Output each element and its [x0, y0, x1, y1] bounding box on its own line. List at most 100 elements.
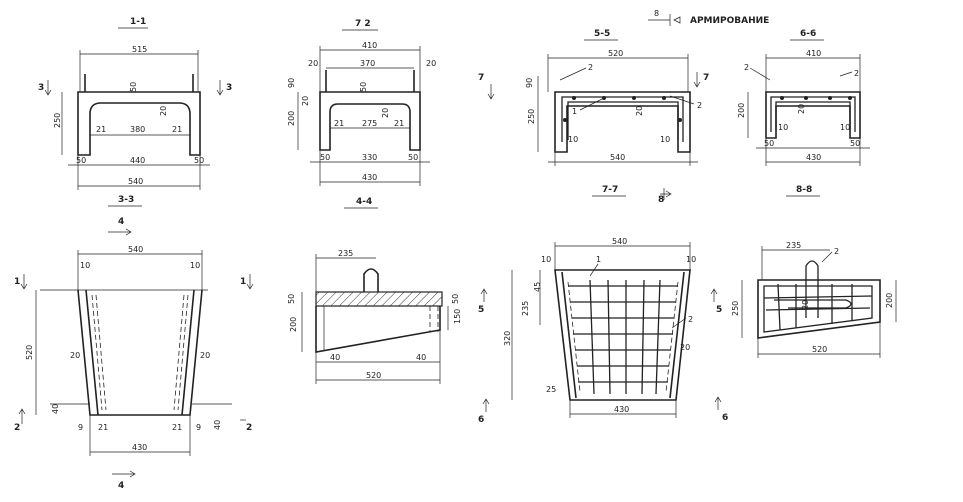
view-title: 4-4	[356, 197, 372, 207]
dim: 430	[362, 173, 377, 182]
callout: 2	[688, 315, 693, 324]
reinforcement-tag: 8	[654, 9, 659, 18]
dim: 320	[503, 331, 512, 346]
dim: 40	[330, 353, 340, 362]
dim: 200	[289, 317, 298, 332]
dim: 250	[53, 113, 62, 128]
dim: 50	[320, 153, 330, 162]
dim: 440	[130, 156, 145, 165]
view-title: 5-5	[594, 29, 610, 39]
dim: 540	[612, 237, 627, 246]
dim: 20	[381, 108, 390, 118]
section-mark: 1	[14, 277, 20, 287]
dim: 330	[362, 153, 377, 162]
dim: 10	[541, 255, 551, 264]
dim: 50	[850, 139, 860, 148]
section-mark: 5	[716, 305, 722, 315]
dim: 20	[797, 104, 806, 114]
dim: 21	[96, 125, 106, 134]
view-title: 8-8	[796, 185, 812, 195]
dim: 25	[546, 385, 556, 394]
dim: 410	[806, 49, 821, 58]
dim: 235	[786, 241, 801, 250]
dim: 540	[610, 153, 625, 162]
dim: 250	[527, 109, 536, 124]
section-mark: 3	[38, 83, 44, 93]
dim: 200	[885, 293, 894, 308]
dim: 90	[287, 78, 296, 88]
dim: 10	[190, 261, 200, 270]
dim: 50	[287, 294, 296, 304]
dim: 50	[194, 156, 204, 165]
section-mark: 4	[118, 217, 124, 227]
dim: 50	[408, 153, 418, 162]
callout: 2	[834, 247, 839, 256]
section-8-8: 8-8 8 235 250 20 200 520 2	[658, 185, 897, 358]
dim: 10	[80, 261, 90, 270]
view-title: 3-3	[118, 195, 134, 205]
section-mark: 3	[226, 83, 232, 93]
dim: 380	[130, 125, 145, 134]
dim: 21	[172, 125, 182, 134]
section-mark: 2	[246, 423, 252, 433]
dim: 540	[128, 177, 143, 186]
dim: 40	[416, 353, 426, 362]
dim: 50	[451, 294, 460, 304]
callout: 1	[572, 107, 577, 116]
section-5-5: 5-5 520 90 250 20 10 10 540 2 2 1 7	[478, 29, 709, 166]
view-title: 7-7	[602, 185, 618, 195]
dim: 520	[608, 49, 623, 58]
rebar-mesh	[567, 279, 679, 395]
section-1-1: 1-1 515 50 250 20 21 380 21 50 440 50 54…	[38, 17, 232, 190]
dim: 40	[213, 420, 222, 430]
dim: 430	[806, 153, 821, 162]
dim: 10	[840, 123, 850, 132]
dim: 20	[801, 300, 810, 310]
dim: 40	[51, 404, 60, 414]
dim: 275	[362, 119, 377, 128]
view-title: 6-6	[800, 29, 816, 39]
section-mark: 2	[14, 423, 20, 433]
callout: 2	[744, 63, 749, 72]
dim: 430	[614, 405, 629, 414]
dim: 9	[196, 423, 201, 432]
section-4-4: 4-4 235 50 50 200 150 40 40 520	[287, 197, 462, 384]
dim: 515	[132, 45, 147, 54]
dim: 50	[76, 156, 86, 165]
dim: 410	[362, 41, 377, 50]
dim: 20	[635, 106, 644, 116]
section-mark: 4	[118, 481, 124, 491]
dim: 20	[159, 106, 168, 116]
dim: 10	[660, 135, 670, 144]
dim: 520	[812, 345, 827, 354]
dim: 45	[533, 282, 542, 292]
section-mark: 8	[658, 195, 664, 205]
dim: 20	[301, 96, 310, 106]
dim: 20	[426, 59, 436, 68]
sheet-header: 8 АРМИРОВАНИЕ	[648, 9, 769, 26]
dim: 10	[568, 135, 578, 144]
callout: 1	[596, 255, 601, 264]
section-3-3: 3-3 4 540 10 10 520 20 20 40 40 9 21 21 …	[14, 195, 254, 491]
dim: 21	[98, 423, 108, 432]
dim: 520	[366, 371, 381, 380]
section-mark: 1	[240, 277, 246, 287]
section-2-2: 7 2 410 20 370 20 90 20 50 200 20 21 275…	[287, 19, 436, 186]
callout: 2	[854, 69, 859, 78]
dim: 9	[78, 423, 83, 432]
callout: 2	[588, 63, 593, 72]
section-7-7: 7-7 540 10 10 45 235	[478, 185, 728, 425]
dim: 235	[521, 301, 530, 316]
dim: 50	[129, 82, 138, 92]
dim: 520	[25, 345, 34, 360]
dim: 200	[737, 103, 746, 118]
section-mark: 6	[478, 415, 484, 425]
dim: 21	[172, 423, 182, 432]
view-title: 7 2	[355, 19, 371, 29]
dim: 150	[453, 309, 462, 324]
dim: 90	[525, 78, 534, 88]
dim: 21	[394, 119, 404, 128]
section-mark: 7	[478, 73, 484, 83]
dim: 20	[200, 351, 210, 360]
